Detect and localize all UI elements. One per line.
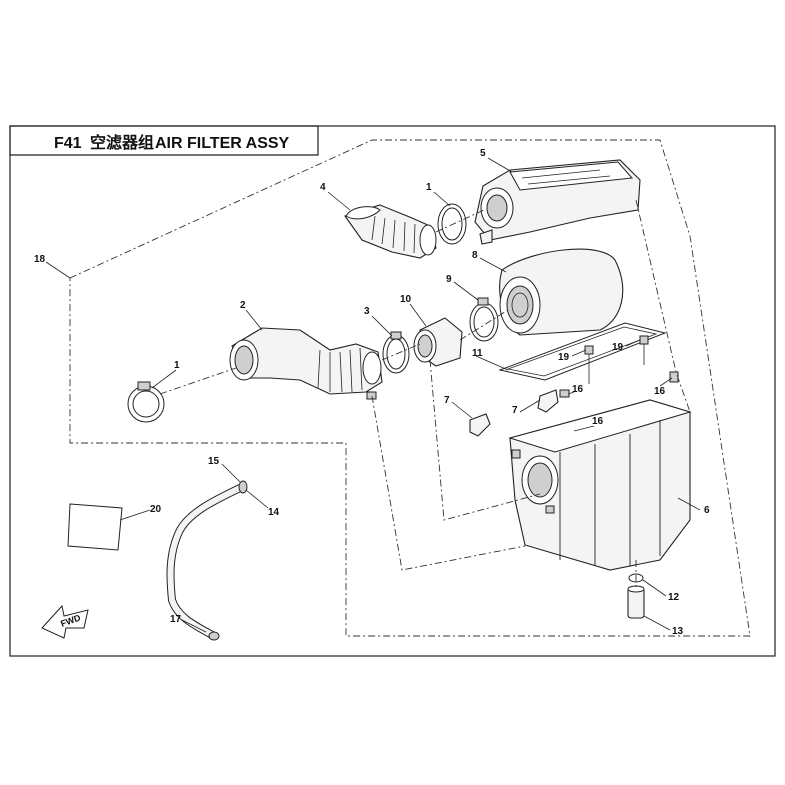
callout-17: 17 xyxy=(170,614,182,625)
title-block: F41 空滤器组 AIR FILTER ASSY xyxy=(9,125,319,156)
leader-16c xyxy=(573,425,595,432)
part-4-intake-duct xyxy=(344,204,437,259)
callout-15: 15 xyxy=(208,456,220,467)
callout-5: 5 xyxy=(480,148,486,159)
fwd-arrow-icon: FWD xyxy=(41,604,89,639)
callout-13: 13 xyxy=(672,626,684,637)
part-20-label-sheet xyxy=(67,503,123,551)
leader-15 xyxy=(221,463,241,483)
part-10-coupler xyxy=(413,317,463,367)
part-9-clamp xyxy=(469,297,499,342)
part-19-bolt-b xyxy=(639,335,649,365)
assembly-line-hose2-box xyxy=(371,395,526,571)
part-8-filter-element xyxy=(499,248,624,336)
part-1-clamp-top xyxy=(437,203,467,245)
leader-12 xyxy=(642,579,667,597)
part-6-air-box xyxy=(508,399,692,571)
callout-9: 9 xyxy=(446,274,452,285)
callout-16-c: 16 xyxy=(592,416,604,427)
callout-20: 20 xyxy=(150,504,162,515)
callout-1-left: 1 xyxy=(174,360,180,371)
callout-3: 3 xyxy=(364,306,370,317)
title-code: F41 xyxy=(54,135,82,152)
leader-18 xyxy=(45,261,71,279)
leader-16b xyxy=(659,377,673,387)
leader-19b xyxy=(625,339,641,347)
leader-10 xyxy=(409,303,427,327)
part-1-clamp-left xyxy=(127,381,165,423)
callout-10: 10 xyxy=(400,294,412,305)
callout-11: 11 xyxy=(472,348,483,359)
callout-1-top: 1 xyxy=(426,182,432,193)
callout-7-a: 7 xyxy=(444,395,450,406)
callout-12: 12 xyxy=(668,592,680,603)
leader-14 xyxy=(245,489,269,509)
part-17-hose-clip xyxy=(208,631,220,641)
callout-2: 2 xyxy=(240,300,246,311)
assembly-line-coupler-filter xyxy=(459,309,509,341)
callout-8: 8 xyxy=(472,250,478,261)
callout-19-b: 19 xyxy=(612,342,624,353)
leader-4 xyxy=(327,191,351,211)
assembly-line-duct-cover xyxy=(435,209,485,233)
callout-19-a: 19 xyxy=(558,352,570,363)
callout-14: 14 xyxy=(268,507,280,518)
part-13-drain-plug xyxy=(627,585,645,619)
assembly-line-hose2-coupler xyxy=(381,343,421,361)
part-16-grommet-b xyxy=(669,371,679,383)
leader-3 xyxy=(371,315,393,337)
part-19-bolt-a xyxy=(584,345,594,384)
part-7-clip-b xyxy=(537,389,559,413)
leader-7b xyxy=(519,399,541,413)
callout-16-b: 16 xyxy=(654,386,666,397)
leader-8 xyxy=(479,257,507,273)
title-en: AIR FILTER ASSY xyxy=(155,135,290,152)
leader-20 xyxy=(119,509,151,521)
leader-13 xyxy=(643,615,671,631)
diagram-frame xyxy=(9,125,776,657)
part-7-clip-a xyxy=(469,413,491,437)
leader-9 xyxy=(453,281,479,301)
callout-6: 6 xyxy=(704,505,710,516)
leader-7a xyxy=(451,401,473,419)
assembly-line-cover-gasket xyxy=(635,199,691,413)
leader-6 xyxy=(677,497,701,511)
callout-18: 18 xyxy=(34,254,46,265)
leader-16a xyxy=(567,391,575,395)
assembly-line-coupler-box xyxy=(429,359,541,521)
leader-5 xyxy=(487,157,513,173)
leader-19a xyxy=(571,349,587,357)
part-16-grommet-a xyxy=(559,389,570,398)
assembly-line-clamp1-hose2 xyxy=(159,367,237,395)
part-5-filter-cover xyxy=(474,159,641,245)
leader-1a xyxy=(433,191,451,207)
part-14-breather-hose xyxy=(166,484,244,640)
callout-7-b: 7 xyxy=(512,405,518,416)
leader-2 xyxy=(245,309,263,331)
part-2-intake-hose xyxy=(229,327,383,400)
part-15-hose-clamp xyxy=(238,480,248,494)
part-3-clamp xyxy=(382,331,410,374)
title-cn: 空滤器组 xyxy=(90,133,154,152)
assembly-boundary-dashed xyxy=(69,139,751,637)
leader-1b xyxy=(151,369,177,389)
leader-17 xyxy=(181,619,207,633)
leader-11 xyxy=(475,355,509,371)
callout-16-a: 16 xyxy=(572,384,584,395)
callout-4: 4 xyxy=(320,182,326,193)
